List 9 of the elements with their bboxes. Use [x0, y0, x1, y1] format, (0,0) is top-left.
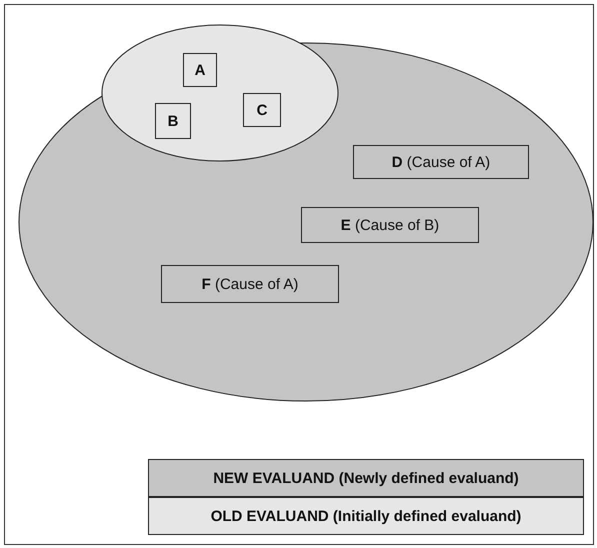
label-box: F (Cause of A)	[161, 265, 339, 303]
ellipse-region	[102, 25, 338, 161]
label-box: A	[183, 53, 217, 87]
legend-text: OLD EVALUAND (Initially defined evaluand)	[210, 508, 522, 524]
label-box: D (Cause of A)	[353, 145, 529, 179]
label-box: C	[243, 93, 281, 127]
legend-text: NEW EVALUAND (Newly defined evaluand)	[213, 470, 519, 486]
label-box: B	[155, 103, 191, 139]
label-box: E (Cause of B)	[301, 207, 479, 243]
